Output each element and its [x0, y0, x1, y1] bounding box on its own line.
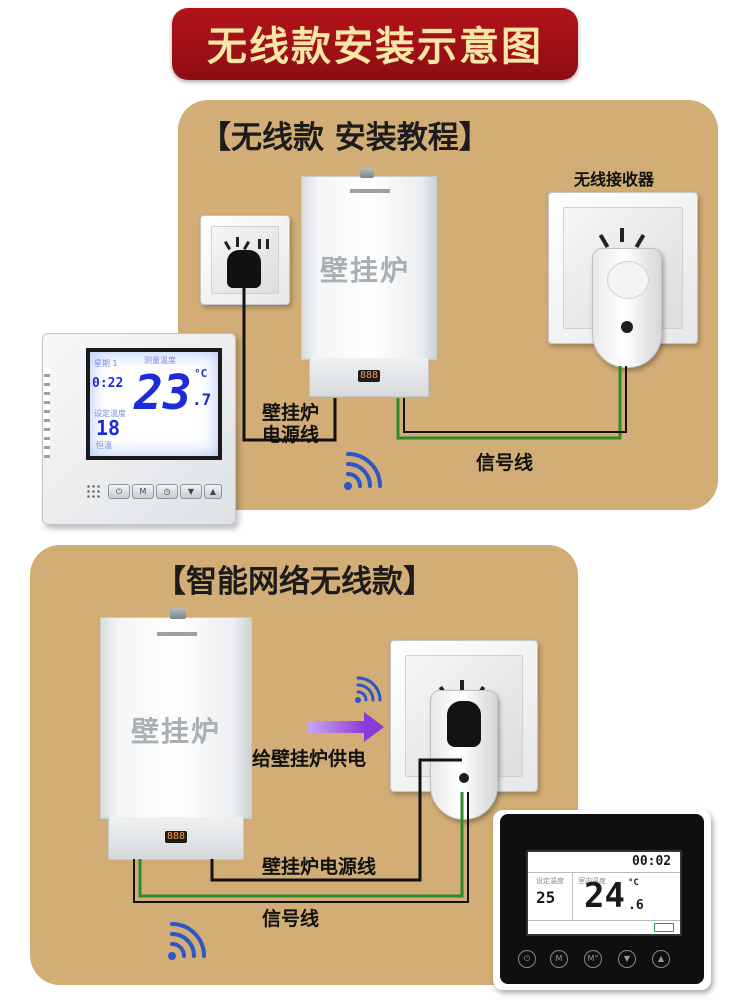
- set-temp: 18: [96, 416, 121, 440]
- section2-heading: 【智能网络无线款】: [155, 564, 434, 600]
- thermostat-lcd: 星期 1 测量温度 0:22 23 °C .7 设定温度 18 恒温: [86, 348, 222, 460]
- wifi-icon: [344, 452, 382, 490]
- boiler-control-panel-2: 888: [108, 817, 244, 860]
- section1-heading: 【无线款 安装教程】: [200, 120, 490, 156]
- power-button-2[interactable]: ⏻: [518, 950, 536, 968]
- mode-button[interactable]: M: [132, 484, 154, 499]
- boiler-unit: 壁挂炉: [301, 176, 437, 360]
- current-temp: 23: [134, 365, 192, 421]
- set-temp-label: 设定温度: [94, 409, 126, 418]
- receiver-label: 无线接收器: [574, 170, 655, 189]
- clock-button[interactable]: ◷: [156, 484, 178, 499]
- signal-cable-label-2: 信号线: [262, 908, 320, 930]
- power-cable-label-1: 壁挂炉: [262, 402, 320, 424]
- title-banner: [172, 8, 578, 80]
- room-temp-label: 室内温度: [578, 877, 606, 885]
- boiler-pipe-2: [170, 608, 186, 619]
- down-button-2[interactable]: ▼: [618, 950, 636, 968]
- boiler-pipe: [360, 168, 374, 178]
- boiler-label-2: 壁挂炉: [131, 715, 222, 748]
- boiler-unit-2: 壁挂炉: [100, 617, 252, 819]
- page-title: 无线款安装示意图: [207, 24, 543, 70]
- mode-button-2[interactable]: M: [550, 950, 568, 968]
- supply-label: 给壁挂炉供电: [252, 748, 367, 770]
- set-temp-label-2: 设定温度: [536, 877, 564, 885]
- battery-icon: [654, 923, 674, 932]
- thermostat-screen: 00:02 设定温度 25 室内温度 24 °C .6: [526, 850, 682, 936]
- set-temp-2: 25: [536, 888, 556, 907]
- measured-temp-label: 测量温度: [144, 356, 176, 365]
- mode-label: 恒温: [96, 441, 112, 450]
- power-cable-label-2: 壁挂炉电源线: [262, 856, 377, 878]
- supply-arrow: [308, 712, 384, 742]
- power-button[interactable]: ⏻: [108, 484, 130, 499]
- boiler-control-panel: 888: [309, 358, 429, 397]
- plug-icon: [227, 250, 261, 288]
- up-button-2[interactable]: ▲: [652, 950, 670, 968]
- smart-plug: [430, 690, 498, 820]
- speaker-grille: [86, 484, 100, 498]
- room-temp: 24: [584, 876, 625, 916]
- wifi-icon-bottom: [168, 922, 206, 960]
- power-cable-label-2: 电源线: [262, 424, 320, 446]
- clock-display: 0:22: [92, 376, 124, 391]
- boiler-label: 壁挂炉: [320, 254, 411, 287]
- wifi-icon-plug: [355, 676, 382, 703]
- clock-button-2[interactable]: M°: [584, 950, 602, 968]
- signal-cable-label: 信号线: [476, 452, 534, 474]
- up-button[interactable]: ▲: [204, 484, 222, 499]
- wireless-receiver: [592, 248, 662, 368]
- clock-display-2: 00:02: [632, 854, 672, 869]
- vent-grille: [44, 368, 50, 458]
- down-button[interactable]: ▼: [180, 484, 202, 499]
